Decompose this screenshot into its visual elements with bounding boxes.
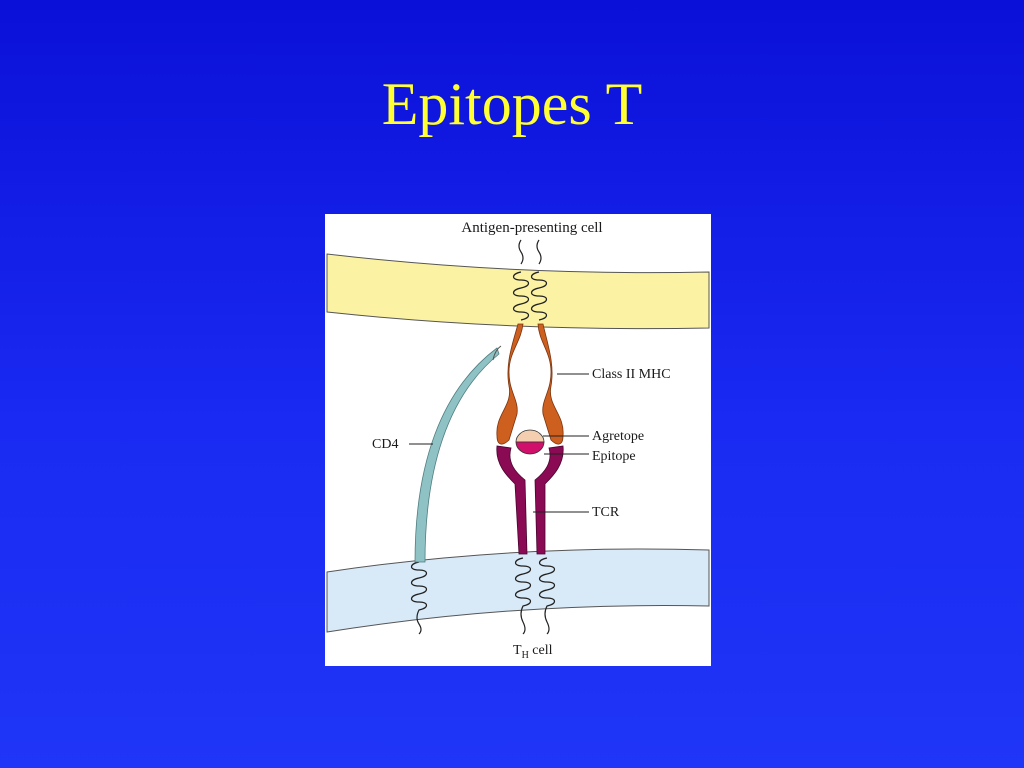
mhc-alpha-chain [496,323,524,445]
agretope-shape [515,429,545,443]
cd4-molecule [414,347,500,563]
tcr-beta-chain [534,445,564,555]
apc-membrane [326,253,710,330]
epitope-label: Epitope [592,449,636,464]
tcr-mhc-diagram: Antigen-presenting cell Class II MHC Agr… [325,214,711,666]
leader-lines [409,373,589,513]
th-cell-subscript: H [522,650,529,661]
mhc-label: Class II MHC [592,367,671,382]
cd4-tip [492,345,502,361]
slide-title: Epitopes T [381,71,643,137]
epitope-shape [515,441,545,455]
th-cell-membrane [326,548,710,633]
agretope-label: Agretope [592,429,644,444]
th-cell-T: T [513,643,522,658]
apc-label: Antigen-presenting cell [461,220,602,236]
mhc-beta-chain [537,323,564,445]
cd4-label: CD4 [372,437,398,452]
th-cell-rest: cell [529,643,553,658]
th-cell-label: TH cell [513,643,553,661]
tcr-label: TCR [592,505,620,520]
apc-transmembrane-coils [512,239,548,321]
tcr-alpha-chain [496,445,528,555]
th-transmembrane-coils [410,557,556,635]
diagram-svg: Antigen-presenting cell Class II MHC Agr… [326,220,710,661]
